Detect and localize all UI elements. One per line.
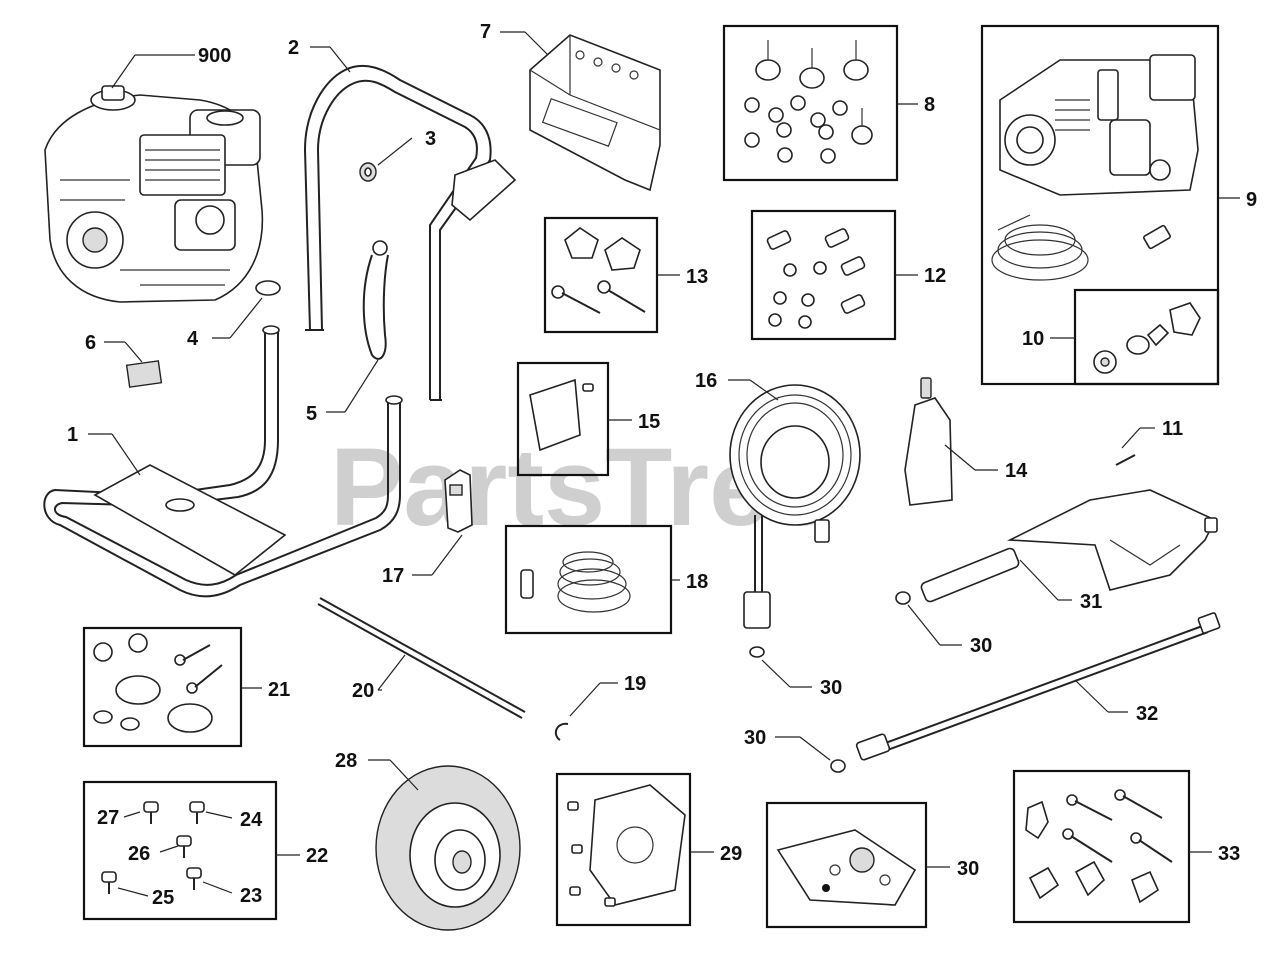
box-8-mount-kit xyxy=(722,24,899,182)
part-14-bottle[interactable] xyxy=(904,377,953,506)
callout-6: 6 xyxy=(85,332,96,354)
part-2-handle[interactable] xyxy=(303,64,517,401)
part-29-plate[interactable] xyxy=(567,784,686,907)
part-6-label[interactable] xyxy=(125,360,163,388)
part-21-mounts[interactable] xyxy=(93,633,223,733)
part-32-wand[interactable] xyxy=(855,612,1221,761)
callout-7: 7 xyxy=(480,21,491,43)
callout-25: 25 xyxy=(152,887,174,909)
part-33-hardware[interactable] xyxy=(1025,789,1173,904)
part-28-wheel[interactable] xyxy=(375,765,521,931)
callout-21: 21 xyxy=(268,679,290,701)
part-30-oring-b[interactable] xyxy=(895,591,911,605)
callout-900: 900 xyxy=(198,45,231,67)
part-7-bracket[interactable] xyxy=(529,34,661,192)
callout-13: 13 xyxy=(686,266,708,288)
part-17-clip[interactable] xyxy=(444,469,473,533)
part-15-plate[interactable] xyxy=(529,378,594,452)
part-8-mounts[interactable] xyxy=(744,40,873,164)
part-18-hose-kit[interactable] xyxy=(520,551,631,613)
box-22-screws xyxy=(82,780,278,921)
part-22-screws[interactable] xyxy=(101,801,205,894)
callout-10: 10 xyxy=(1022,328,1044,350)
callout-18: 18 xyxy=(686,571,708,593)
box-13-knobs xyxy=(543,216,659,334)
callout-2: 2 xyxy=(288,37,299,59)
part-11-pin[interactable] xyxy=(1115,454,1136,466)
callout-4: 4 xyxy=(187,328,199,350)
callout-29: 29 xyxy=(720,843,742,865)
part-31-spray-gun[interactable] xyxy=(920,489,1218,603)
callout-32: 32 xyxy=(1136,703,1158,725)
part-12-bolts[interactable] xyxy=(766,228,866,329)
callout-30-c: 30 xyxy=(744,727,766,749)
callout-19: 19 xyxy=(624,673,646,695)
callout-14: 14 xyxy=(1005,460,1028,482)
part-1-frame[interactable] xyxy=(43,325,403,598)
callout-1: 1 xyxy=(67,424,78,446)
callout-15: 15 xyxy=(638,411,660,433)
box-10-unloader xyxy=(1073,288,1220,386)
part-10-unloader[interactable] xyxy=(1093,302,1201,374)
callout-30-d: 30 xyxy=(957,858,979,880)
callout-27: 27 xyxy=(97,807,119,829)
part-3-grommet[interactable] xyxy=(359,162,377,182)
callout-33: 33 xyxy=(1218,843,1240,865)
callout-28: 28 xyxy=(335,750,357,772)
part-900-engine[interactable] xyxy=(44,85,264,303)
box-21-mount-kit xyxy=(82,626,243,748)
box-30-decal xyxy=(765,801,928,929)
part-13-knobs[interactable] xyxy=(551,227,646,314)
callout-30-a: 30 xyxy=(820,677,842,699)
callout-17: 17 xyxy=(382,565,404,587)
part-30-decal[interactable] xyxy=(776,829,917,906)
callout-5: 5 xyxy=(306,403,317,425)
part-30-oring-a[interactable] xyxy=(749,646,765,658)
callout-20: 20 xyxy=(352,680,374,702)
part-30-oring-c[interactable] xyxy=(830,759,846,773)
box-29-plate xyxy=(555,772,692,927)
box-33-hardware xyxy=(1012,769,1191,924)
box-15-plate xyxy=(516,361,610,477)
part-20-axle[interactable] xyxy=(317,597,526,719)
callout-22: 22 xyxy=(306,845,328,867)
part-4-plug[interactable] xyxy=(255,280,281,296)
part-19-clip[interactable] xyxy=(554,722,569,741)
callout-30-b: 30 xyxy=(970,635,992,657)
callout-8: 8 xyxy=(924,94,935,116)
part-5-strap[interactable] xyxy=(362,240,389,360)
part-9-pump[interactable] xyxy=(991,54,1199,281)
callout-3: 3 xyxy=(425,128,436,150)
callout-9: 9 xyxy=(1246,189,1257,211)
callout-26: 26 xyxy=(128,843,150,865)
callout-11: 11 xyxy=(1162,418,1183,440)
part-16-hose-reel[interactable] xyxy=(729,384,861,629)
callout-24: 24 xyxy=(240,809,263,831)
callout-16: 16 xyxy=(695,370,717,392)
callout-23: 23 xyxy=(240,885,262,907)
callout-12: 12 xyxy=(924,265,946,287)
callout-31: 31 xyxy=(1080,591,1102,613)
